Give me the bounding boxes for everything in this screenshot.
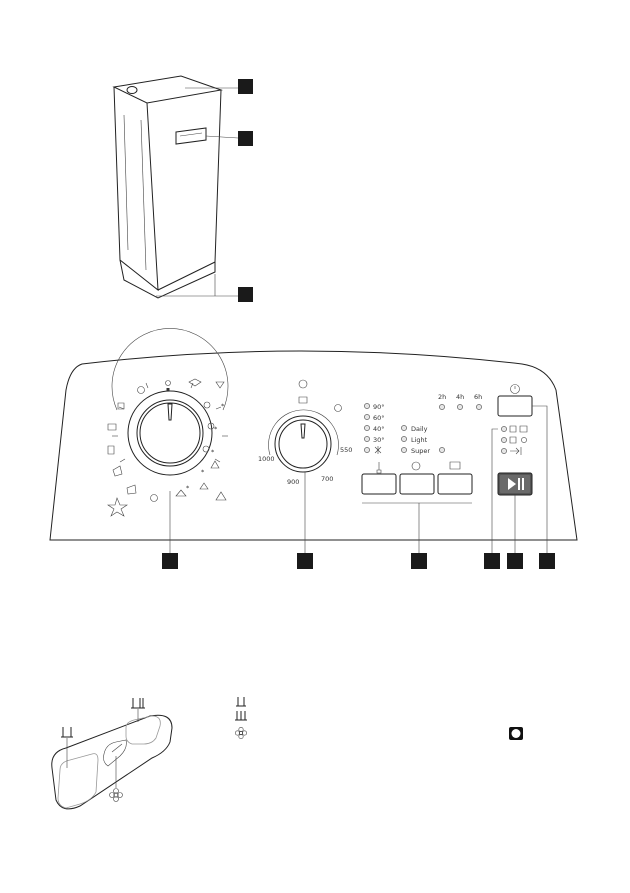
program-dial-pointer [167,403,173,421]
callout-spin-dial [297,553,313,569]
program-marker-5: * [186,484,190,492]
time-saving-button[interactable] [399,473,435,495]
delay-4h: 4h [456,393,464,401]
cotton-eco-prewash-icon [202,445,210,453]
temperature-icon [376,462,382,474]
spin-icon [137,386,145,394]
shirts-icon [175,489,187,497]
extra-rinse-led [439,447,445,453]
delay-6h: 6h [474,393,482,401]
callout-start-pause [507,553,523,569]
progress-indicators [491,425,528,556]
temp-60: 60° [373,414,385,422]
program-dial: * * * * * [107,328,229,556]
wash-phase-icon [509,425,528,433]
program-marker-1: * [221,402,225,410]
cold-icon [374,446,382,454]
option-daily: Daily [411,425,428,433]
program-marker-3: * [211,448,215,456]
legend-softener-icon [235,726,248,739]
cotton-icon [188,378,202,387]
rinse-spin-icon [509,436,517,444]
spin-speed-1000: 1000 [258,455,275,463]
delicates-icon [210,460,220,469]
temperature-button[interactable] [361,473,397,495]
prewash-icon [107,423,117,431]
control-panel-drawing: * * * * * 1000 900 700 550 90° [49,328,578,569]
off-icon [166,388,170,391]
legend-icons [235,697,523,740]
favourite-star-icon [107,497,128,517]
cotton-prewash-icon [207,422,215,430]
spin-speed-700: 700 [321,475,333,483]
hand-wash-icon [112,465,123,477]
option-light: Light [411,436,428,444]
end-icon [510,447,522,455]
wool-icon [126,484,137,495]
washing-machine-drawing [112,75,253,302]
legend-compartment-1-icon [236,697,246,707]
synthetics-icon [215,491,227,501]
compartment-2-icon [131,698,145,709]
cotton-eco-icon [215,381,225,389]
lid-handle [175,127,207,145]
extra-rinse-icon [449,461,461,470]
callout-1 [238,79,253,94]
extra-rinse-button[interactable] [437,473,473,495]
callout-progress-display [484,553,500,569]
softener-flower-icon [109,788,123,802]
option-super: Super [411,447,430,455]
legend-compartment-2-icon [235,711,247,721]
wash-option-indicators: Daily Light Super [401,425,445,455]
temp-40: 40° [373,425,385,433]
compartment-1-icon [61,727,73,738]
delay-2h: 2h [438,393,446,401]
temperature-indicators: 90° 60° 40° 30° [364,403,385,454]
play-icon [508,478,516,490]
program-marker-4: * [201,468,205,476]
spin-dial-no-spin-icon [334,404,342,412]
spin-speed-550: 550 [340,446,352,454]
callout-delay-start [539,553,555,569]
callout-3 [238,287,253,302]
spin-speed-900: 900 [287,478,299,486]
spin-dial-spin-icon [298,379,308,389]
pause-icon [518,478,520,490]
delay-clock-icon [510,384,520,394]
callout-option-buttons [411,553,427,569]
temp-90: 90° [373,403,385,411]
delay-start-button[interactable] [497,395,533,417]
time-saving-icon [411,461,421,471]
rinse-icon [165,380,171,386]
lid-knob [126,86,138,94]
temp-30: 30° [373,436,385,444]
synthetics-prewash-icon [199,482,209,490]
program-marker-2: * [214,425,218,433]
callout-program-dial [162,553,178,569]
cotton-eco-small-icon [203,401,211,409]
callout-2 [238,131,253,146]
delay-indicators: 2h 4h 6h [438,393,482,410]
spin-dial-rinse-hold-icon [298,396,308,404]
soak-icon [107,445,115,455]
spin-dial-pointer [300,423,306,439]
quick-icon [150,494,158,502]
spin-dial: 1000 900 700 550 [258,379,352,556]
drain-icon [117,402,125,410]
detergent-dispenser-drawing [51,698,173,810]
